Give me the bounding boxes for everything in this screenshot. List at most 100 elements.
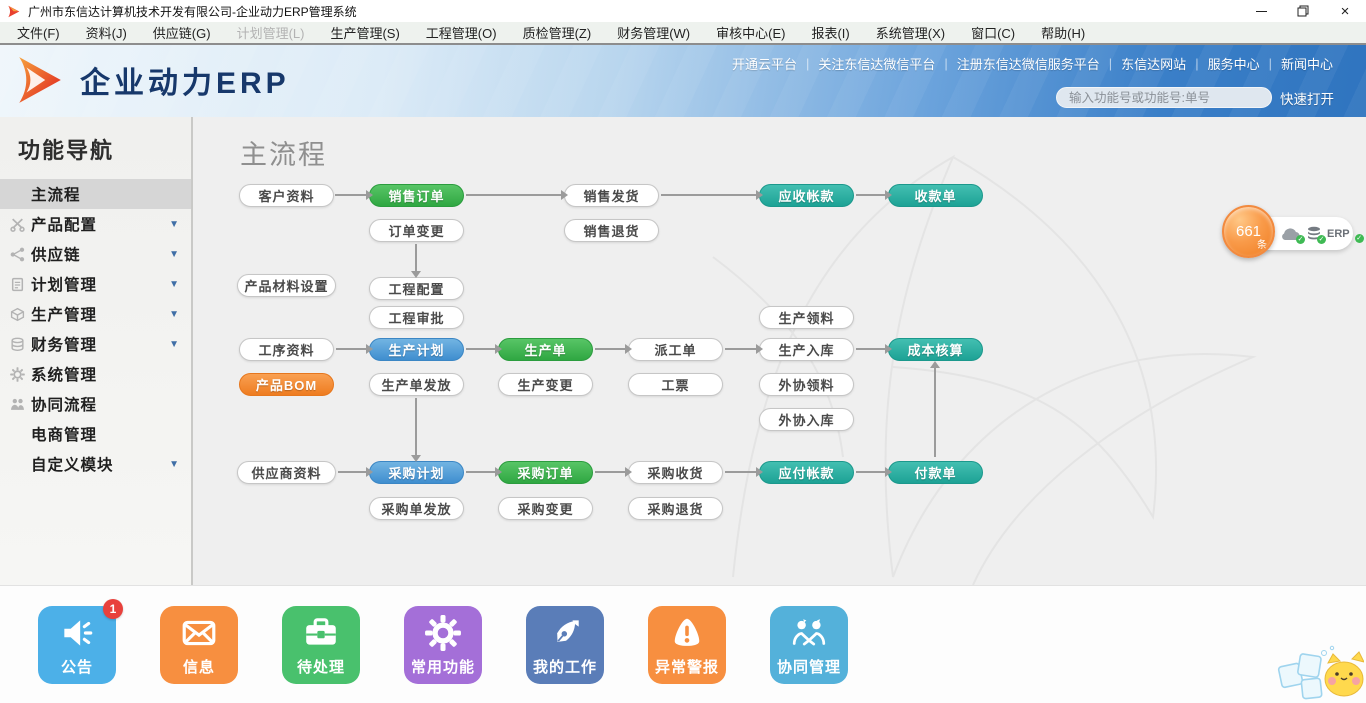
flow-arrow-icon xyxy=(595,344,632,354)
flow-arrow-icon xyxy=(336,344,373,354)
sidebar-item[interactable]: 产品配置▼ xyxy=(0,209,191,239)
chevron-down-icon: ▼ xyxy=(169,278,179,290)
sidebar-menu: 主流程产品配置▼供应链▼计划管理▼生产管理▼财务管理▼系统管理协同流程电商管理自… xyxy=(0,179,191,479)
flow-arrow-icon xyxy=(335,190,373,200)
menu-item[interactable]: 生产管理(S) xyxy=(330,26,400,41)
menu-item[interactable]: 审核中心(E) xyxy=(716,26,786,41)
flow-node[interactable]: 采购退货 xyxy=(628,497,723,520)
flow-node[interactable]: 应付帐款 xyxy=(759,461,854,484)
flow-node[interactable]: 成本核算 xyxy=(888,338,983,361)
menu-item[interactable]: 供应链(G) xyxy=(152,26,211,41)
header-link[interactable]: 注册东信达微信服务平台 xyxy=(956,57,1100,72)
flow-node[interactable]: 采购变更 xyxy=(498,497,593,520)
flow-node[interactable]: 订单变更 xyxy=(369,219,464,242)
flow-node[interactable]: 采购计划 xyxy=(369,461,464,484)
sidebar-item[interactable]: 自定义模块▼ xyxy=(0,449,191,479)
flow-node[interactable]: 收款单 xyxy=(888,184,983,207)
flow-arrow-icon xyxy=(661,190,763,200)
flow-node[interactable]: 工序资料 xyxy=(239,338,334,361)
header-link[interactable]: 新闻中心 xyxy=(1280,57,1333,72)
blank-icon xyxy=(9,186,25,202)
check-icon: ✓ xyxy=(1317,235,1326,244)
flow-node[interactable]: 生产变更 xyxy=(498,373,593,396)
flow-node[interactable]: 应收帐款 xyxy=(759,184,854,207)
dock-tile-label: 异常警报 xyxy=(654,658,719,676)
flow-node[interactable]: 销售退货 xyxy=(564,219,659,242)
flow-node[interactable]: 付款单 xyxy=(888,461,983,484)
flow-node[interactable]: 采购订单 xyxy=(498,461,593,484)
flow-node[interactable]: 生产入库 xyxy=(759,338,854,361)
menu-item[interactable]: 财务管理(W) xyxy=(617,26,691,41)
flow-node[interactable]: 生产计划 xyxy=(369,338,464,361)
notification-bubble[interactable]: 661 条 xyxy=(1222,205,1275,258)
flow-node[interactable]: 工程配置 xyxy=(369,277,464,300)
flow-node[interactable]: 外协入库 xyxy=(759,408,854,431)
dock-tile[interactable]: 常用功能 xyxy=(404,605,482,684)
flow-node[interactable]: 生产领料 xyxy=(759,306,854,329)
sidebar-item[interactable]: 生产管理▼ xyxy=(0,299,191,329)
flow-node[interactable]: 采购收货 xyxy=(628,461,723,484)
menu-item[interactable]: 工程管理(O) xyxy=(425,26,497,41)
dock-tile[interactable]: 信息 xyxy=(160,605,238,684)
menu-item[interactable]: 质检管理(Z) xyxy=(522,26,592,41)
link-separator: | xyxy=(1195,56,1199,71)
minimize-button[interactable] xyxy=(1240,0,1282,22)
flow-node[interactable]: 客户资料 xyxy=(239,184,334,207)
menu-item[interactable]: 计划管理(L) xyxy=(236,26,305,41)
header: 企业动力ERP 开通云平台|关注东信达微信平台|注册东信达微信服务平台|东信达网… xyxy=(0,45,1366,117)
header-link[interactable]: 开通云平台 xyxy=(731,57,797,72)
notification-count: 661 xyxy=(1235,223,1262,240)
flow-arrow-icon xyxy=(466,190,568,200)
flow-node[interactable]: 供应商资料 xyxy=(237,461,336,484)
sidebar-item[interactable]: 计划管理▼ xyxy=(0,269,191,299)
quick-open-input[interactable] xyxy=(1056,87,1272,108)
dock-tile[interactable]: 待处理 xyxy=(282,605,360,684)
flow-node[interactable]: 产品材料设置 xyxy=(237,274,336,297)
dock-tile-label: 待处理 xyxy=(296,658,345,676)
menu-item[interactable]: 报表(I) xyxy=(811,26,850,41)
sidebar-item[interactable]: 供应链▼ xyxy=(0,239,191,269)
link-separator: | xyxy=(1108,56,1113,71)
flow-node[interactable]: 产品BOM xyxy=(239,373,334,396)
menu-item[interactable]: 系统管理(X) xyxy=(875,26,946,41)
notification-badge: 1 xyxy=(103,598,123,619)
flow-node[interactable]: 生产单发放 xyxy=(369,373,464,396)
sidebar-item-label: 主流程 xyxy=(31,187,81,204)
flow-node[interactable]: 采购单发放 xyxy=(369,497,464,520)
status-widget[interactable]: ✓ ✓ ERP ✓ 661 条 xyxy=(1222,205,1364,260)
dock-tile[interactable]: 异常警报 xyxy=(648,605,726,684)
flow-arrow-icon xyxy=(466,467,502,477)
flow-node[interactable]: 工程审批 xyxy=(369,306,464,329)
header-link[interactable]: 东信达网站 xyxy=(1121,57,1187,72)
pen-icon xyxy=(526,614,604,652)
link-separator: | xyxy=(805,56,810,71)
sidebar-item[interactable]: 财务管理▼ xyxy=(0,329,191,359)
flow-arrow-icon xyxy=(411,244,421,278)
flow-node[interactable]: 派工单 xyxy=(628,338,723,361)
sidebar-item[interactable]: 主流程 xyxy=(0,179,191,209)
menu-item[interactable]: 资料(J) xyxy=(85,26,127,41)
dock-tile-label: 常用功能 xyxy=(410,658,475,676)
page-title: 主流程 xyxy=(240,140,327,170)
flow-node[interactable]: 生产单 xyxy=(498,338,593,361)
dock-tile[interactable]: 协同管理 xyxy=(770,605,848,684)
restore-button[interactable] xyxy=(1282,0,1324,22)
dock-tile[interactable]: 我的工作 xyxy=(526,605,604,684)
quick-open-button[interactable]: 快速打开 xyxy=(1280,91,1334,107)
flow-node[interactable]: 工票 xyxy=(628,373,723,396)
flow-node[interactable]: 销售订单 xyxy=(369,184,464,207)
sidebar-item[interactable]: 系统管理 xyxy=(0,359,191,389)
header-link[interactable]: 服务中心 xyxy=(1207,57,1260,72)
sidebar-item[interactable]: 协同流程 xyxy=(0,389,191,419)
menu-item[interactable]: 窗口(C) xyxy=(971,26,1016,41)
flow-node[interactable]: 销售发货 xyxy=(564,184,659,207)
chevron-down-icon: ▼ xyxy=(169,218,179,230)
menu-item[interactable]: 帮助(H) xyxy=(1041,26,1086,41)
header-link[interactable]: 关注东信达微信平台 xyxy=(818,57,936,72)
close-button[interactable]: × xyxy=(1340,2,1350,20)
menu-item[interactable]: 文件(F) xyxy=(17,26,60,41)
sidebar-item[interactable]: 电商管理 xyxy=(0,419,191,449)
box-icon xyxy=(9,306,25,322)
flow-node[interactable]: 外协领料 xyxy=(759,373,854,396)
